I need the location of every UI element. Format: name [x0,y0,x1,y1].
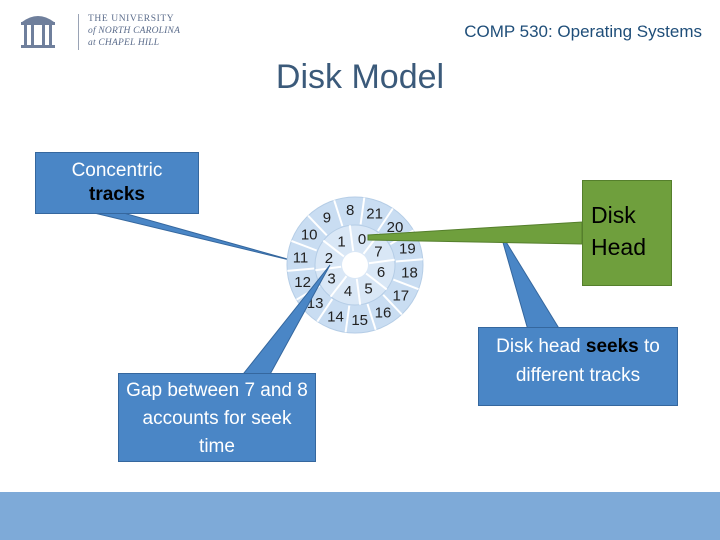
outer-sector-label: 15 [351,312,368,329]
inner-sector-divider [365,272,388,291]
slide-title: Disk Model [275,58,445,96]
inner-sector-label: 1 [337,234,345,251]
inner-sector-label: 4 [344,283,352,300]
tracks-callout-emphasis: tracks [89,184,145,205]
outer-sector-divider [359,197,366,225]
tracks-callout: Concentric tracks [35,152,199,214]
disk-spindle [342,252,368,278]
tracks-callout-text: Concentric [71,160,163,181]
disk-head-label: Disk Head [591,202,646,260]
inner-sector-divider [329,275,348,298]
outer-sector-label: 17 [392,288,409,305]
outer-sector-divider [382,294,403,316]
inner-sector-label: 3 [327,271,335,288]
outer-sector-label: 19 [399,240,416,257]
outer-sector-divider [376,207,394,232]
outer-sector-label: 16 [375,304,392,321]
logo-divider [78,14,79,50]
inner-sector-divider [348,225,355,252]
seeks-callout-emphasis: seeks [585,336,639,357]
outer-sector-label: 11 [293,249,309,266]
university-name: THE UNIVERSITY of NORTH CAROLINA at CHAP… [88,13,180,49]
outer-sector-divider [307,215,328,236]
disk-platter [286,196,424,334]
inner-sector-divider [322,239,345,258]
outer-sector-label: 12 [294,274,311,291]
outer-sector-label: 8 [346,202,354,219]
outer-sector-label: 9 [323,210,331,227]
university-logo: THE UNIVERSITY of NORTH CAROLINA at CHAP… [18,8,188,54]
outer-sector-label: 20 [387,219,404,236]
inner-sector-label: 0 [358,231,366,248]
gap-callout: Gap between 7 and 8 accounts for seek ti… [118,373,316,462]
logo-line-3: at CHAPEL HILL [88,38,160,48]
inner-sector-divider [355,278,362,305]
course-title: COMP 530: Operating Systems [464,22,702,41]
inner-sector-label: 2 [325,250,333,267]
inner-sector-label: 5 [364,280,372,297]
outer-sector-label: 10 [301,227,318,244]
outer-sector-divider [287,267,315,272]
old-well-icon [21,16,55,48]
outer-sector-divider [291,239,318,252]
outer-sector-label: 21 [366,206,383,223]
logo-line-1: THE UNIVERSITY [88,14,175,24]
inner-sector-label: 7 [374,244,382,261]
outer-sector-divider [344,305,351,333]
seeks-callout-text-end: to different tracks [515,336,660,386]
seeks-callout: Disk head seeks to different tracks [478,327,678,406]
seeks-callout-pointer [499,231,561,331]
outer-sector-divider [333,199,344,227]
outer-sector-divider [316,298,334,323]
outer-sector-label: 14 [327,308,344,325]
inner-sector-label: 6 [377,264,385,281]
inner-sector-divider [368,258,395,265]
outer-sector-divider [392,278,419,291]
tracks-callout-pointer [89,211,299,263]
gap-callout-text: Gap between 7 and 8 accounts for seek ti… [126,380,308,457]
disk-head-callout: Disk Head [582,180,672,286]
seeks-callout-text: Disk head [496,336,586,357]
outer-sector-label: 18 [401,265,418,282]
outer-sector-divider [366,303,377,331]
logo-line-2: of NORTH CAROLINA [88,26,181,36]
footer-band [0,492,720,540]
outer-sector-divider [395,258,423,263]
